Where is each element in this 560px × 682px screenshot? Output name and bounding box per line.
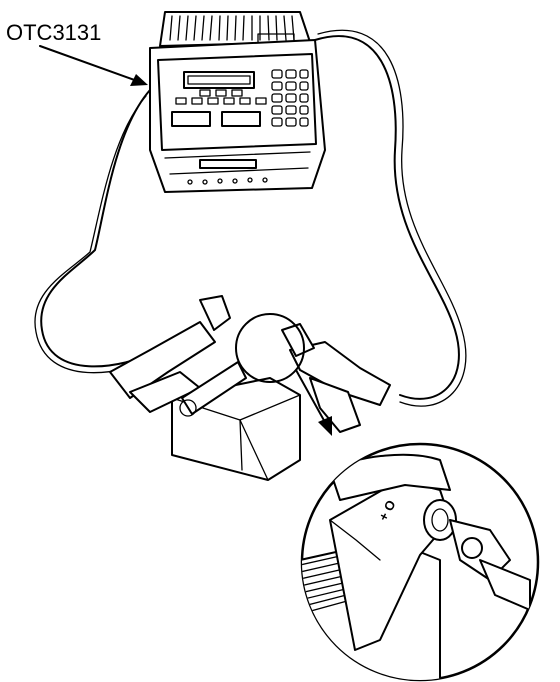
- tester-function-buttons: [175, 89, 267, 105]
- detail-view: + O: [300, 442, 540, 682]
- tester-readout-left: [171, 111, 211, 127]
- tester-keypad: [271, 69, 309, 127]
- battery-tester-unit: [149, 11, 326, 193]
- battery-clamp-right: [281, 323, 391, 433]
- tester-cable-right: [314, 35, 460, 400]
- tester-display: [183, 71, 255, 89]
- battery-clamp-left: [109, 295, 247, 417]
- tester-cable-left: [40, 89, 161, 368]
- callout-leader-arrow: [39, 45, 148, 86]
- tester-readout-right: [221, 111, 261, 127]
- magnify-area-circle: [235, 313, 305, 383]
- magnify-arrow: [295, 369, 332, 436]
- tester-model-label: OTC3131: [6, 20, 101, 45]
